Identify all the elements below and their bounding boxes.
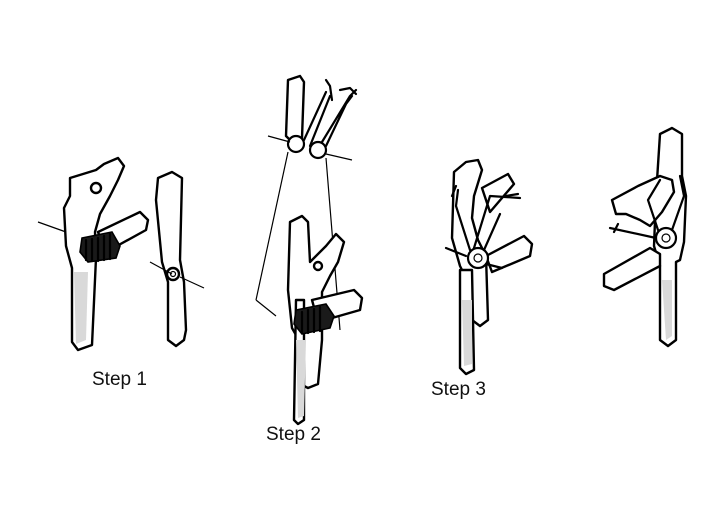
step1-axis-line	[37, 221, 205, 289]
step3-spring-legs	[444, 172, 534, 274]
step2-caption: Step 2	[266, 424, 321, 445]
step1-assembly	[37, 156, 205, 352]
step2-spring-detail	[267, 74, 358, 161]
step1-caption: Step 1	[92, 369, 147, 390]
step2-shaft-pin	[293, 288, 364, 335]
final-arm	[602, 174, 676, 292]
step3-caption: Step 3	[431, 379, 486, 400]
step2-assembly	[255, 74, 364, 426]
step1-straight-plate	[154, 170, 188, 348]
final-assembly	[602, 126, 688, 348]
final-spring	[608, 174, 686, 250]
step1-shaft-pin	[79, 210, 150, 263]
step3-assembly	[444, 158, 534, 376]
